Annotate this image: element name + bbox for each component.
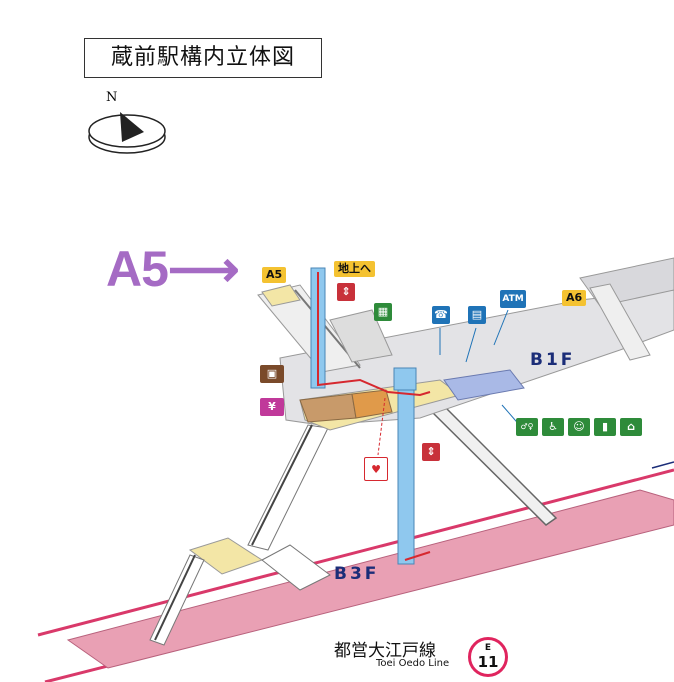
aed-icon: ♥ xyxy=(364,457,388,481)
exit-a6-tag[interactable]: A6 xyxy=(562,290,587,306)
restroom-icon: ♂♀ xyxy=(516,418,538,436)
a5-annotation: A5⟶ xyxy=(106,241,240,297)
map-title: 蔵前駅構内立体図 xyxy=(84,38,322,78)
compass-needle-icon xyxy=(120,112,144,142)
compass xyxy=(88,112,166,154)
compass-north-label: N xyxy=(106,90,118,105)
line-badge-number: 11 xyxy=(477,653,499,671)
station-office-area xyxy=(351,389,393,419)
elevator-route xyxy=(317,272,431,397)
ticket-gate-area xyxy=(443,369,525,401)
elevator-b3f-icon: ⇕ xyxy=(422,443,440,461)
to-street-sign: 地上へ xyxy=(334,261,375,277)
floor-label-b1f: B1F xyxy=(530,350,576,370)
icon-leader-lines xyxy=(439,309,523,429)
fare-adjustment-icon: ¥ xyxy=(260,398,284,416)
coin-locker-icon: ▦ xyxy=(374,303,392,321)
ticket-machine-icon: ▤ xyxy=(468,306,486,324)
line-name-en: Toei Oedo Line xyxy=(376,658,450,669)
atm-icon: ATM xyxy=(500,290,526,308)
platform-level xyxy=(37,461,674,682)
upper-corridor xyxy=(329,309,393,363)
a6-stairway xyxy=(589,283,651,361)
station-office-icon: ▣ xyxy=(260,365,284,383)
telephone-icon: ☎ xyxy=(432,306,450,324)
elevator-icon: ⇕ xyxy=(337,283,355,301)
multipurpose-toilet-icon: ▮ xyxy=(594,418,616,436)
line-name-ja: 都営大江戸線 xyxy=(334,641,436,661)
ostomate-icon: ⌂ xyxy=(620,418,642,436)
baby-icon: ☺ xyxy=(568,418,590,436)
floor-label-b3f: B3F xyxy=(334,564,380,584)
rail-line-upper xyxy=(37,468,674,637)
direction-arrow xyxy=(651,461,674,469)
elevator-shaft-platform xyxy=(397,371,415,565)
line-badge-letter: E xyxy=(484,643,492,653)
wheelchair-icon: ♿ xyxy=(542,418,564,436)
line-station-badge: E 11 xyxy=(468,637,508,677)
a5-entrance-top xyxy=(261,284,301,307)
exit-a5-tag[interactable]: A5 xyxy=(262,267,287,283)
